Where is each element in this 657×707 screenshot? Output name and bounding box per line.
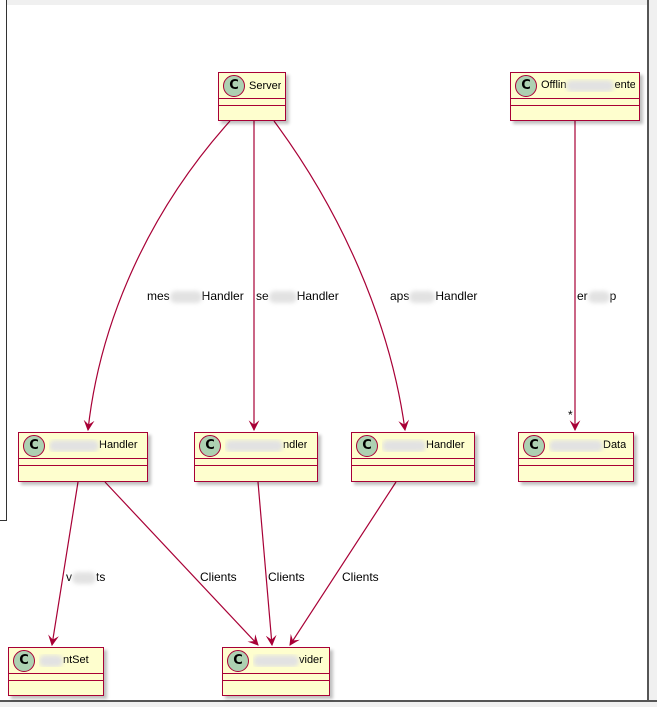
class-name: Offlinenter — [541, 79, 635, 92]
class-set[interactable]: C ntSet — [8, 647, 104, 696]
class-name: ndler — [225, 439, 307, 452]
class-handler-a[interactable]: C Handler — [18, 432, 148, 482]
class-stereotype-icon: C — [23, 434, 45, 457]
class-name: Data — [549, 439, 626, 452]
class-name: Handler — [382, 439, 465, 452]
class-name: Server — [249, 79, 281, 92]
class-offline[interactable]: C Offlinenter — [510, 72, 640, 121]
class-name: ntSet — [39, 654, 89, 667]
class-name: vider — [253, 654, 323, 667]
edge-label-b-provider: Clients — [268, 570, 305, 584]
edge-multiplicity: * — [568, 408, 573, 422]
edge-handler-a-provider — [104, 481, 259, 646]
edge-handler-c-provider — [289, 481, 397, 646]
edge-label-c-provider: Clients — [342, 570, 379, 584]
edge-handler-b-provider — [257, 481, 277, 647]
window-bottom-bar — [0, 700, 657, 707]
class-provider[interactable]: C vider — [222, 647, 330, 696]
edge-server-handler-a — [83, 120, 231, 432]
class-stereotype-icon: C — [13, 649, 35, 672]
class-stereotype-icon: C — [515, 74, 537, 97]
edge-server-handler-c — [273, 120, 410, 432]
class-stereotype-icon: C — [223, 74, 245, 97]
class-handler-b[interactable]: C ndler — [194, 432, 318, 482]
class-stereotype-icon: C — [227, 649, 249, 672]
class-data[interactable]: C Data — [518, 432, 634, 482]
window-top-bar — [0, 0, 657, 5]
window-right-scrollbar[interactable] — [647, 0, 657, 707]
class-name: Handler — [49, 439, 138, 452]
class-stereotype-icon: C — [199, 434, 221, 457]
left-panel-edge — [0, 0, 7, 521]
class-server[interactable]: C Server — [218, 72, 286, 121]
class-stereotype-icon: C — [523, 434, 545, 457]
edge-handler-a-set — [48, 481, 79, 647]
class-stereotype-icon: C — [356, 434, 378, 457]
edge-label-a-provider: Clients — [200, 570, 237, 584]
class-handler-c[interactable]: C Handler — [351, 432, 475, 482]
